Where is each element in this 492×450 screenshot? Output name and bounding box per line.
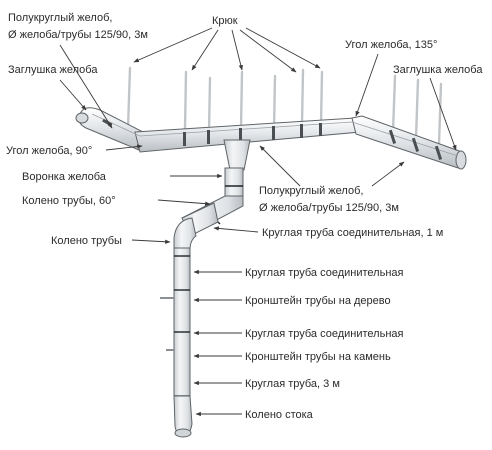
label-pipe-3m: Круглая труба, 3 м <box>245 378 340 390</box>
pipe-elbow <box>173 217 197 251</box>
hook-rod <box>239 70 244 130</box>
label-gutter-top-1: Полукруглый желоб, <box>8 12 112 24</box>
label-cap-right: Заглушка желоба <box>393 64 483 76</box>
gutter-left-section <box>78 107 144 151</box>
label-elbow-60: Колено трубы, 60° <box>22 195 116 207</box>
leader-hook <box>133 27 213 63</box>
funnel-pipe <box>224 167 244 199</box>
gutter-funnel <box>223 139 251 171</box>
drain-outlet <box>174 428 192 438</box>
hook-clip <box>183 132 186 146</box>
hook-rods <box>126 66 443 146</box>
leader-lines <box>59 27 457 417</box>
label-angle-135: Угол желоба, 135° <box>345 39 437 51</box>
label-gutter-mid-2: Ø желоба/трубы 125/90, 3м <box>259 202 399 214</box>
label-gutter-mid-1: Полукруглый желоб, <box>259 185 363 197</box>
leader-gutter-top <box>59 44 113 129</box>
label-cap-left: Заглушка желоба <box>8 64 98 76</box>
hook-clip <box>239 128 242 142</box>
hook-rod <box>319 70 324 126</box>
hook-clip <box>319 123 322 136</box>
gutter-cap-left <box>75 112 89 124</box>
labels: Полукруглый желоб, Ø желоба/трубы 125/90… <box>6 12 483 421</box>
label-bracket-wood: Кронштейн трубы на дерево <box>245 295 391 307</box>
gutter-run <box>75 107 467 170</box>
downpipe-assembly <box>160 139 251 438</box>
hook-clip <box>388 129 397 144</box>
label-connector-1m: Круглая труба соединительная, 1 м <box>262 227 443 239</box>
label-elbow: Колено трубы <box>51 235 122 247</box>
leader-elbow-60 <box>157 199 211 206</box>
label-hook: Крюк <box>212 15 238 27</box>
hook-rod <box>414 78 420 140</box>
leader-hook <box>245 27 321 69</box>
leader-angle-90 <box>105 144 143 151</box>
label-connector-b: Круглая труба соединительная <box>245 328 404 340</box>
leader-cap-right <box>429 77 457 151</box>
leader-hook <box>191 29 219 71</box>
hook-clip <box>434 145 443 160</box>
gutter-rim-line <box>91 113 459 157</box>
hook-clip <box>411 137 420 152</box>
label-bracket-stone: Кронштейн трубы на камень <box>245 351 391 363</box>
hook-rod <box>391 74 397 134</box>
leader-gutter-mid <box>371 161 405 187</box>
hook-rod <box>437 82 443 146</box>
vertical-downpipe <box>173 247 191 399</box>
hook-rod <box>207 76 212 134</box>
gutter-right-section <box>351 115 463 169</box>
hook-rod <box>183 70 188 132</box>
leader-hook <box>231 29 243 71</box>
hook-rod <box>272 74 277 132</box>
label-angle-90: Угол желоба, 90° <box>6 145 92 157</box>
leader-cap-left <box>59 79 87 111</box>
gutter-cap-right <box>455 150 467 170</box>
leader-angle-135 <box>355 53 379 117</box>
label-funnel: Воронка желоба <box>22 171 107 183</box>
label-connector-a: Круглая труба соединительная <box>245 267 404 279</box>
leader-gutter-mid <box>259 145 301 187</box>
hook-rod <box>300 68 305 127</box>
label-drain-elbow: Колено стока <box>245 409 314 421</box>
hook-clip <box>300 124 303 138</box>
label-gutter-top-2: Ø желоба/трубы 125/90, 3м <box>8 29 148 41</box>
leader-elbow <box>131 239 171 244</box>
hook-rod <box>126 66 132 130</box>
hook-clip <box>207 130 210 144</box>
leader-connector-1m <box>213 226 259 233</box>
leader-hook <box>239 29 297 73</box>
hook-clip <box>272 126 275 140</box>
